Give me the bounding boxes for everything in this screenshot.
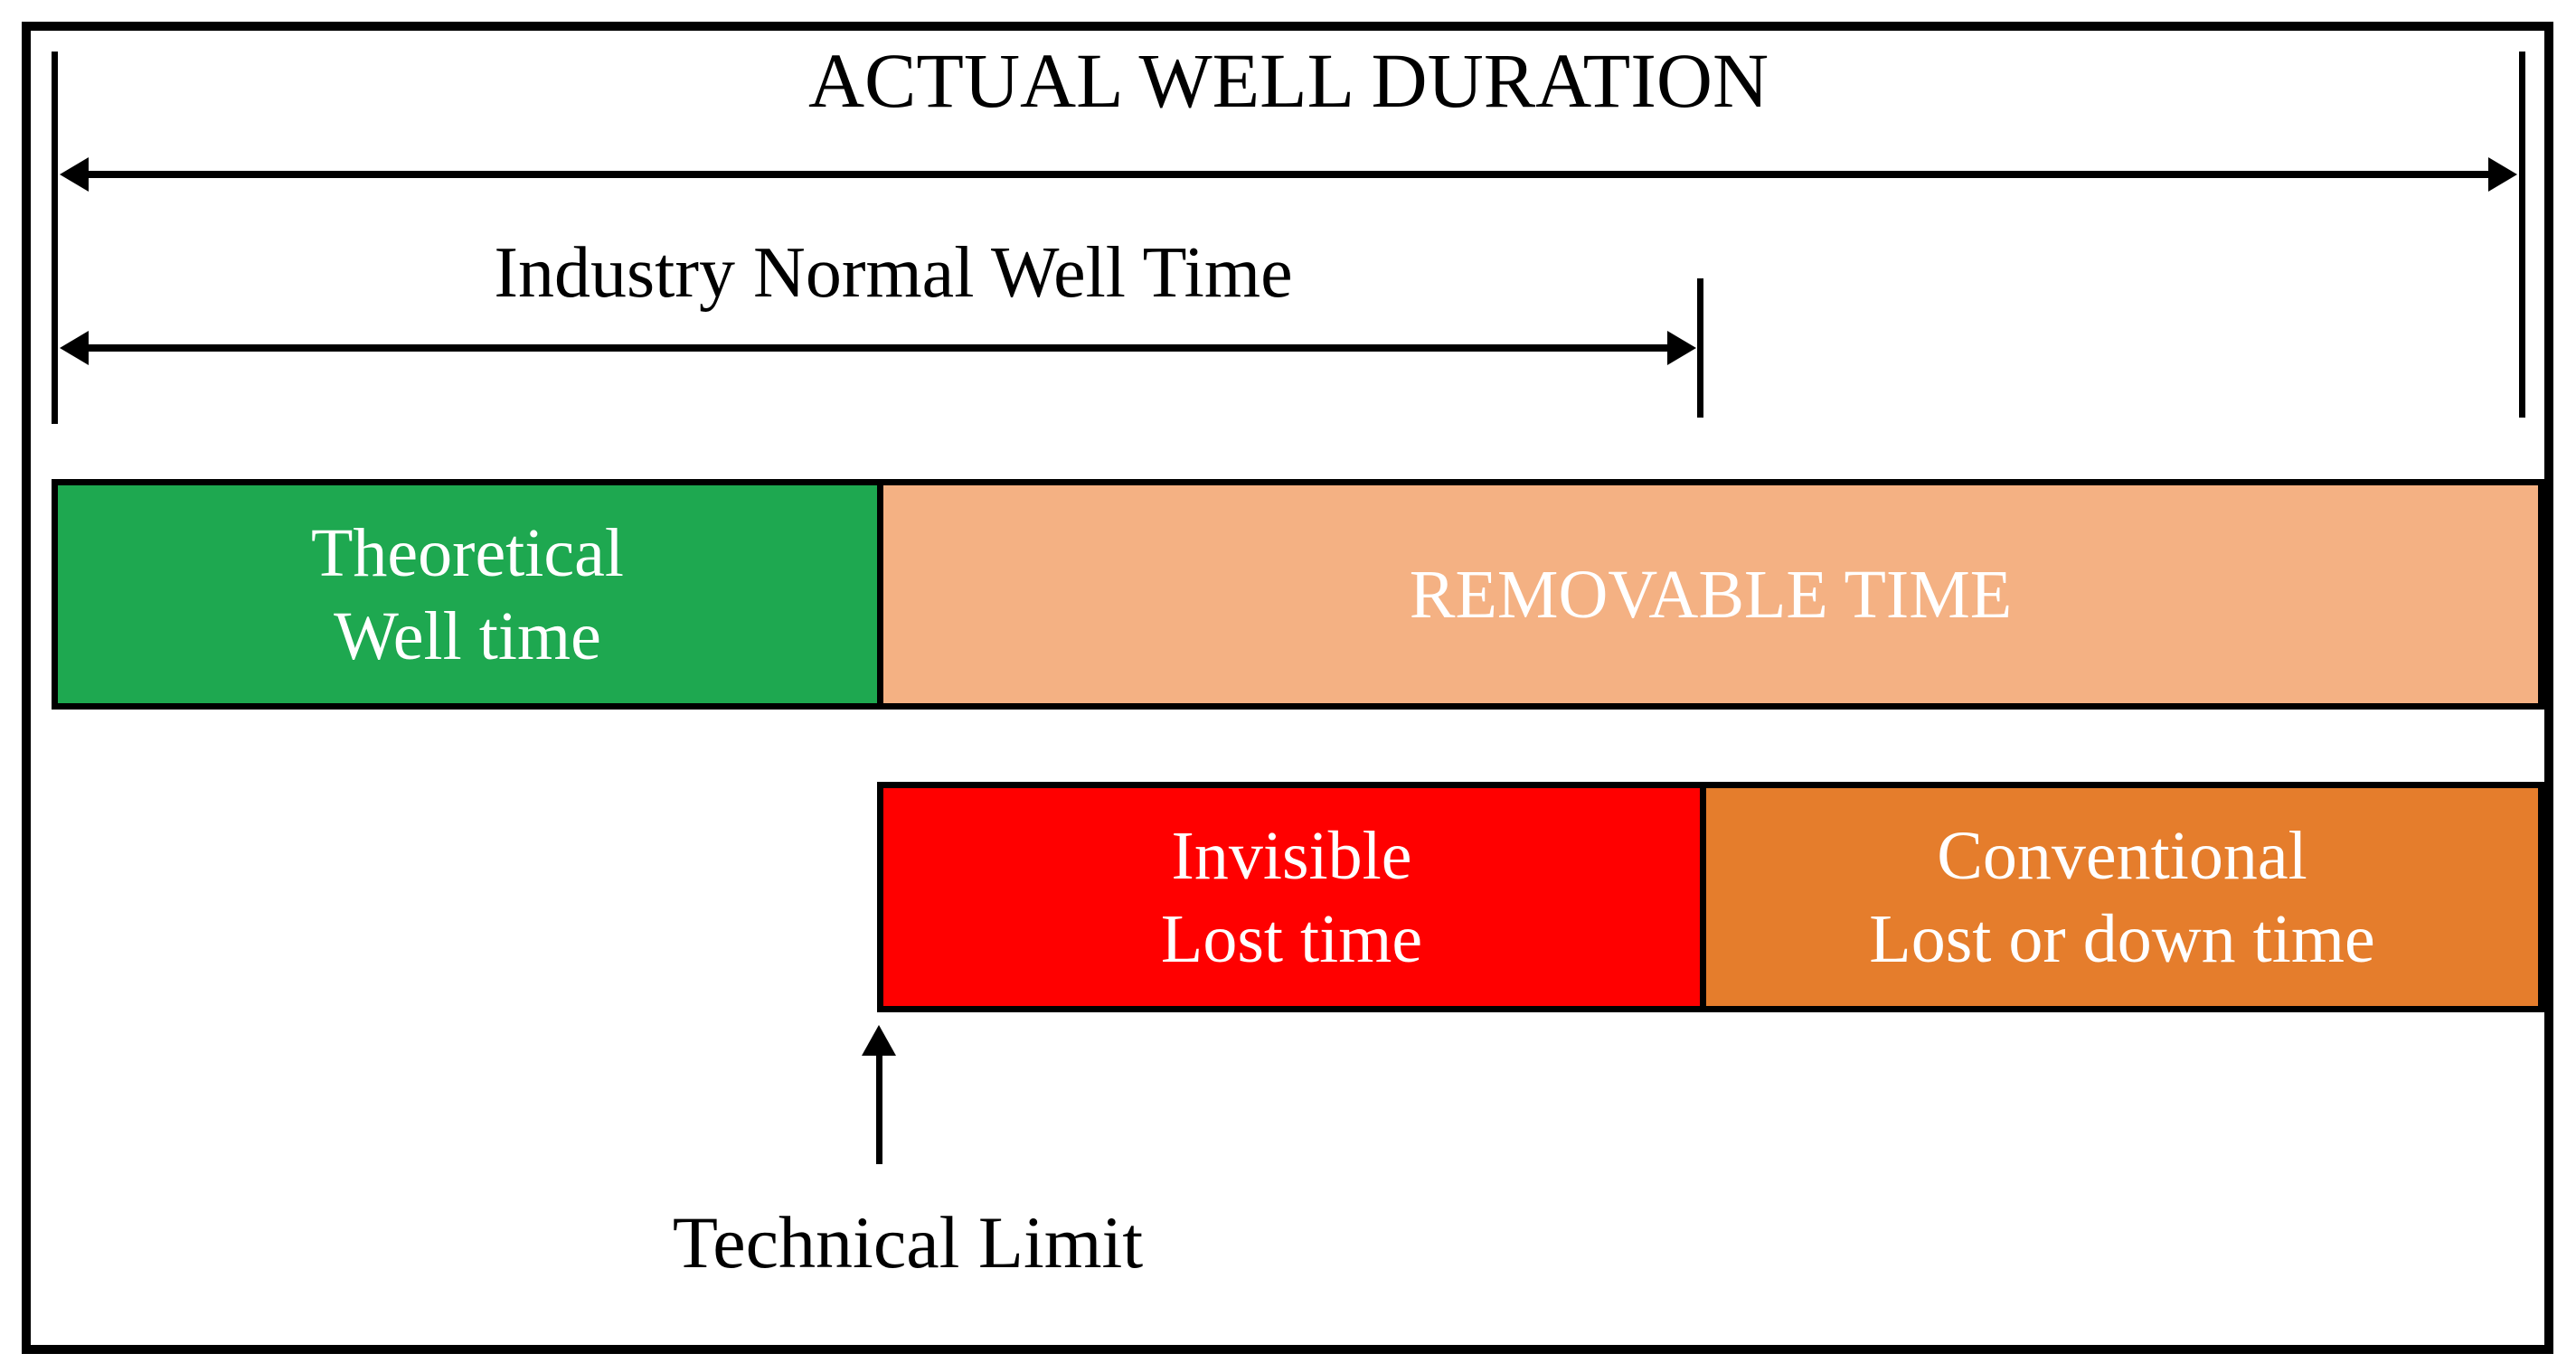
arrow-head-left-icon xyxy=(60,331,89,365)
technical-limit-arrow-line xyxy=(876,1050,882,1164)
diagram-frame xyxy=(22,22,2553,1354)
theoretical-well-time-segment: Theoretical Well time xyxy=(58,485,877,703)
segment-label-line: Lost time xyxy=(1160,900,1423,977)
technical-limit-label: Technical Limit xyxy=(672,1201,1144,1283)
segment-label-line: Invisible xyxy=(1171,817,1412,894)
industry-arrow-line xyxy=(76,344,1669,352)
left-boundary-tick xyxy=(52,52,58,424)
segment-label-line: Well time xyxy=(334,597,601,674)
lost-time-bar: Invisible Lost time Conventional Lost or… xyxy=(877,782,2544,1012)
well-time-bar: Theoretical Well time REMOVABLE TIME xyxy=(52,479,2544,710)
industry-end-tick xyxy=(1697,278,1703,418)
segment-label-line: Conventional xyxy=(1937,817,2307,894)
actual-duration-arrow-line xyxy=(76,171,2505,178)
arrow-head-left-icon xyxy=(60,157,89,192)
diagram-title: ACTUAL WELL DURATION xyxy=(807,37,1769,124)
invisible-lost-time-segment: Invisible Lost time xyxy=(883,788,1700,1006)
removable-time-segment: REMOVABLE TIME xyxy=(883,485,2538,703)
right-boundary-tick xyxy=(2519,52,2525,418)
segment-label-line: Theoretical xyxy=(310,514,624,591)
conventional-lost-time-segment: Conventional Lost or down time xyxy=(1706,788,2538,1006)
segment-label-line: REMOVABLE TIME xyxy=(1409,556,2013,633)
arrow-head-right-icon xyxy=(2488,157,2517,192)
segment-label-line: Lost or down time xyxy=(1869,900,2375,977)
arrow-head-right-icon xyxy=(1667,331,1696,365)
industry-normal-label: Industry Normal Well Time xyxy=(494,233,1293,313)
